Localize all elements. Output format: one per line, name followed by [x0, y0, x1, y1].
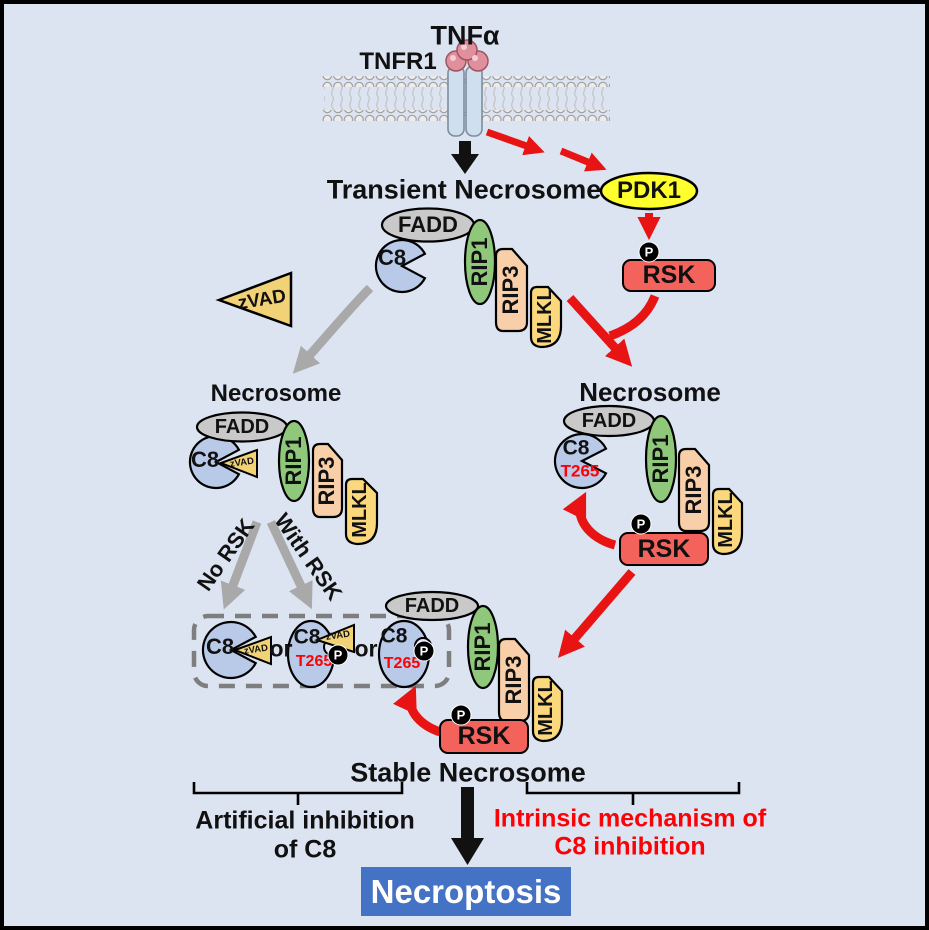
phospho-badge-top-rsk: P — [638, 241, 660, 263]
arrow-receptor-to-pdk1 — [485, 128, 607, 172]
rsk-box-right: RSK — [619, 532, 709, 566]
intrinsic-mechanism-line2: C8 inhibition — [554, 832, 706, 861]
rsk-box-top: RSK — [622, 259, 716, 292]
rsk-label: RSK — [642, 261, 696, 289]
stable-necrosome-title: Stable Necrosome — [350, 757, 586, 788]
fadd-label-stable: FADD — [404, 595, 460, 617]
mlkl-label-right: MLKL — [715, 492, 737, 548]
phospho-label: P — [644, 244, 654, 260]
c8-label-transient: C8 — [377, 245, 407, 270]
rip3-label-left: RIP3 — [314, 456, 339, 506]
rip1-label-transient: RIP1 — [467, 237, 492, 287]
transient-necrosome-title: Transient Necrosome — [326, 174, 602, 205]
necrosome-title-left: Necrosome — [210, 380, 342, 407]
c8-zvad-state — [201, 620, 272, 680]
arrow-transient-to-left-necrosome — [292, 284, 374, 374]
necroptosis-label: Necroptosis — [370, 872, 562, 910]
rsk-label: RSK — [637, 534, 691, 563]
right-necrosome-complex — [553, 404, 744, 556]
artificial-inhibition-line2: of C8 — [273, 835, 337, 864]
inhibited-c8-dashed-box — [191, 613, 452, 689]
rip3-label-right: RIP3 — [681, 465, 706, 515]
rip1-label-left: RIP1 — [281, 436, 306, 486]
rip3-label-stable: RIP3 — [501, 655, 526, 705]
pdk1-label: PDK1 — [616, 177, 682, 204]
bracket-artificial — [192, 782, 404, 805]
fadd-label-right: FADD — [581, 410, 637, 432]
stable-necrosome-complex — [384, 590, 564, 743]
mlkl-label-transient: MLKL — [534, 288, 556, 344]
t265-label-state3: T265 — [383, 655, 421, 672]
arrow-stable-to-necroptosis — [451, 787, 484, 865]
bracket-intrinsic — [525, 782, 741, 805]
arrow-receptor-to-transient — [451, 141, 479, 174]
rip3-label-transient: RIP3 — [498, 265, 523, 315]
pathway-diagram — [188, 39, 744, 865]
pdk1-shape — [599, 171, 699, 211]
rsk-label: RSK — [457, 722, 511, 750]
necroptosis-box: Necroptosis — [361, 867, 571, 916]
phospho-label: P — [333, 647, 343, 663]
c8-label-right: C8 — [562, 436, 590, 460]
arrow-stablersk-to-c8 — [393, 685, 442, 737]
rsk-box-stable: RSK — [439, 719, 529, 754]
arrow-with-rsk — [266, 520, 313, 610]
phospho-label: P — [456, 707, 466, 723]
mlkl-label-stable: MLKL — [535, 680, 557, 736]
phospho-label: P — [419, 643, 429, 659]
zvad-triangle — [215, 271, 293, 328]
arrow-rightrsk-to-c8 — [562, 491, 617, 550]
tnfa-label: TNFα — [430, 20, 500, 51]
c8-label-state2: C8 — [293, 625, 321, 649]
or-label-1: or — [269, 635, 293, 662]
t265-label-state2: T265 — [295, 653, 333, 670]
artificial-inhibition-line1: Artificial inhibition — [195, 806, 415, 835]
fadd-label-left: FADD — [214, 416, 270, 438]
rip1-label-right: RIP1 — [648, 434, 673, 484]
arrow-no-rsk — [220, 520, 262, 610]
c8-label-left: C8 — [190, 447, 220, 472]
tnfa-ligand — [445, 39, 489, 72]
tnfr1-receptor — [447, 65, 483, 137]
c8-label-state1: C8 — [205, 634, 235, 659]
arrow-right-to-stable — [558, 569, 636, 658]
zvad-bound-left — [218, 448, 258, 479]
rip1-label-stable: RIP1 — [470, 622, 495, 672]
c8-pacman-right — [553, 432, 608, 490]
c8-label-state3: C8 — [380, 624, 408, 648]
t265-label-right: T265 — [560, 461, 600, 481]
tnfr1-label: TNFR1 — [359, 48, 437, 75]
left-necrosome-complex — [188, 411, 379, 546]
arrow-transient-to-right-necrosome — [566, 294, 633, 367]
or-label-2: or — [354, 635, 378, 662]
intrinsic-mechanism-line1: Intrinsic mechanism of — [493, 804, 767, 833]
phospho-badge-c8-state3: P — [413, 640, 435, 662]
arrow-rsk-merge — [608, 294, 660, 341]
necrosome-title-right: Necrosome — [579, 377, 721, 407]
transient-necrosome-complex — [374, 207, 563, 349]
c8-pacman-transient — [374, 238, 427, 294]
phospho-badge-c8-state2: P — [327, 644, 349, 666]
phospho-badge-right-rsk: P — [630, 513, 652, 535]
fadd-label-transient: FADD — [398, 212, 458, 237]
phospho-label: P — [636, 516, 646, 532]
phospho-badge-stable-rsk: P — [450, 704, 472, 726]
mlkl-label-left: MLKL — [349, 482, 371, 538]
